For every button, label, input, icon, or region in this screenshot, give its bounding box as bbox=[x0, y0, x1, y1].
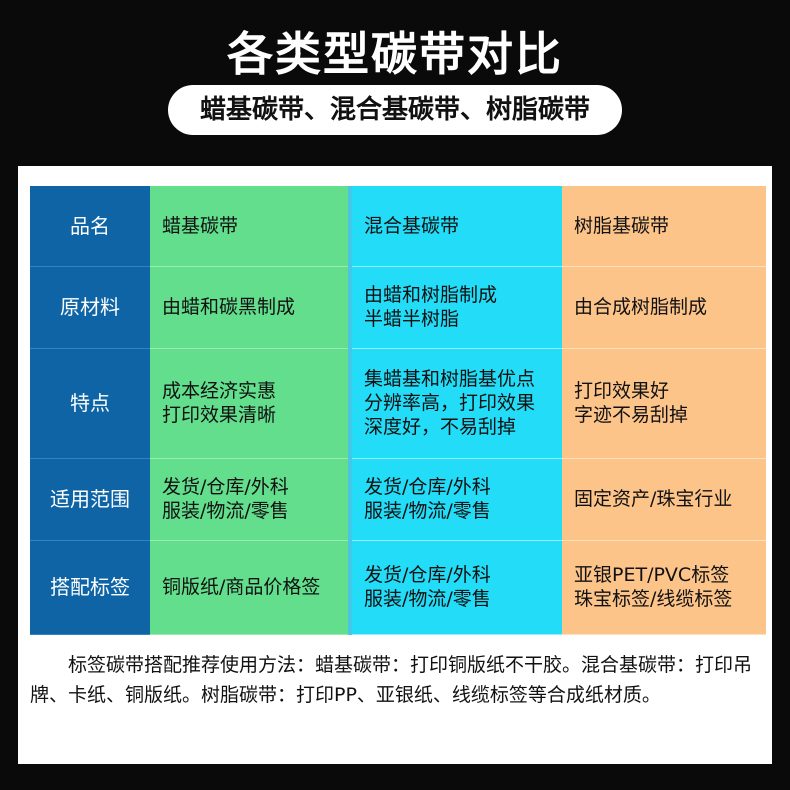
mixed-cell: 混合基碳带 bbox=[348, 186, 562, 267]
wax-cell: 发货/仓库/外科 服装/物流/零售 bbox=[150, 458, 350, 541]
table-row-name: 品名 蜡基碳带 混合基碳带 树脂基碳带 bbox=[30, 186, 766, 267]
row-header: 特点 bbox=[30, 348, 150, 459]
wax-cell: 由蜡和碳黑制成 bbox=[150, 266, 350, 349]
wax-cell: 蜡基碳带 bbox=[150, 186, 350, 267]
mixed-cell: 发货/仓库/外科 服装/物流/零售 bbox=[348, 458, 562, 541]
page-title: 各类型碳带对比 bbox=[227, 27, 563, 81]
resin-cell: 由合成树脂制成 bbox=[562, 266, 766, 349]
table-row-labels: 搭配标签 铜版纸/商品价格签 发货/仓库/外科 服装/物流/零售 亚银PET/P… bbox=[30, 540, 766, 635]
row-header: 适用范围 bbox=[30, 458, 150, 541]
wax-cell: 铜版纸/商品价格签 bbox=[150, 540, 350, 635]
mixed-cell: 由蜡和树脂制成 半蜡半树脂 bbox=[348, 266, 562, 349]
mixed-cell: 发货/仓库/外科 服装/物流/零售 bbox=[348, 540, 562, 635]
row-header: 品名 bbox=[30, 186, 150, 267]
subtitle-pill: 蜡基碳带、混合基碳带、树脂碳带 bbox=[168, 85, 622, 135]
comparison-table: 品名 蜡基碳带 混合基碳带 树脂基碳带 原材料 由蜡和碳黑制成 由蜡和树脂制成 … bbox=[30, 186, 766, 635]
mixed-cell: 集蜡基和树脂基优点 分辨率高，打印效果 深度好，不易刮掉 bbox=[348, 348, 562, 459]
wax-cell: 成本经济实惠 打印效果清晰 bbox=[150, 348, 350, 459]
row-header: 原材料 bbox=[30, 266, 150, 349]
resin-cell: 打印效果好 字迹不易刮掉 bbox=[562, 348, 766, 459]
usage-note: 标签碳带搭配推荐使用方法：蜡基碳带：打印铜版纸不干胶。混合基碳带：打印吊牌、卡纸… bbox=[30, 654, 753, 706]
row-header: 搭配标签 bbox=[30, 540, 150, 635]
resin-cell: 亚银PET/PVC标签 珠宝标签/线缆标签 bbox=[562, 540, 766, 635]
comparison-card: 品名 蜡基碳带 混合基碳带 树脂基碳带 原材料 由蜡和碳黑制成 由蜡和树脂制成 … bbox=[18, 166, 772, 764]
table-row-scope: 适用范围 发货/仓库/外科 服装/物流/零售 发货/仓库/外科 服装/物流/零售… bbox=[30, 458, 766, 541]
table-row-material: 原材料 由蜡和碳黑制成 由蜡和树脂制成 半蜡半树脂 由合成树脂制成 bbox=[30, 266, 766, 349]
table-row-features: 特点 成本经济实惠 打印效果清晰 集蜡基和树脂基优点 分辨率高，打印效果 深度好… bbox=[30, 348, 766, 459]
resin-cell: 树脂基碳带 bbox=[562, 186, 766, 267]
resin-cell: 固定资产/珠宝行业 bbox=[562, 458, 766, 541]
